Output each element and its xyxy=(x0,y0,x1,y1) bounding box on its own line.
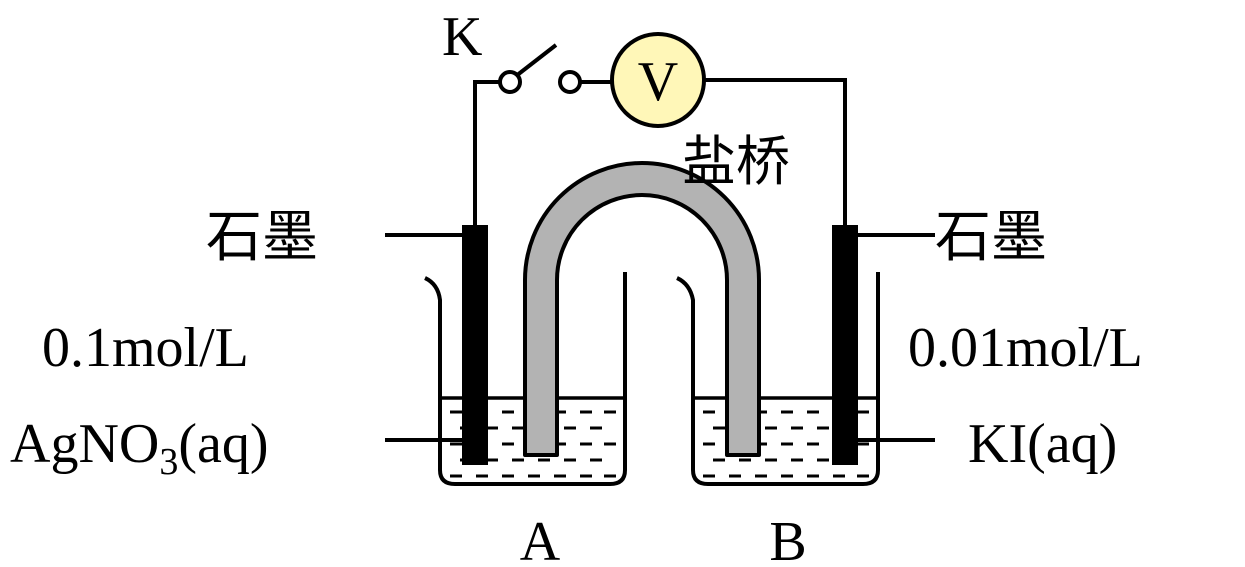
left-concentration-label: 0.1mol/L xyxy=(42,317,249,379)
left-wire xyxy=(473,80,500,225)
right-graphite-electrode xyxy=(832,225,858,465)
right-solution-label: KI(aq) xyxy=(968,413,1117,475)
external-circuit xyxy=(473,32,847,225)
beaker-a-label: A xyxy=(520,511,561,567)
salt-bridge xyxy=(523,161,761,457)
switch-contact-right xyxy=(558,70,582,94)
beaker-b-label: B xyxy=(769,511,806,567)
left-solution-subscript: 3 xyxy=(159,441,178,483)
left-graphite-electrode xyxy=(462,225,488,465)
left-electrode-label: 石墨 xyxy=(206,205,318,270)
left-solution-suffix: (aq) xyxy=(178,413,268,475)
salt-bridge-label: 盐桥 xyxy=(682,130,790,193)
switch-label: K xyxy=(442,6,482,68)
right-wire xyxy=(704,78,847,225)
left-solution-label: AgNO3(aq) xyxy=(10,413,268,483)
right-electrode-label: 石墨 xyxy=(935,205,1047,270)
switch-contact-left xyxy=(498,70,522,94)
left-solution-prefix: AgNO xyxy=(10,413,159,475)
switch-blade[interactable] xyxy=(514,43,558,78)
voltmeter-label: V xyxy=(638,51,678,113)
right-concentration-label: 0.01mol/L xyxy=(908,317,1143,379)
